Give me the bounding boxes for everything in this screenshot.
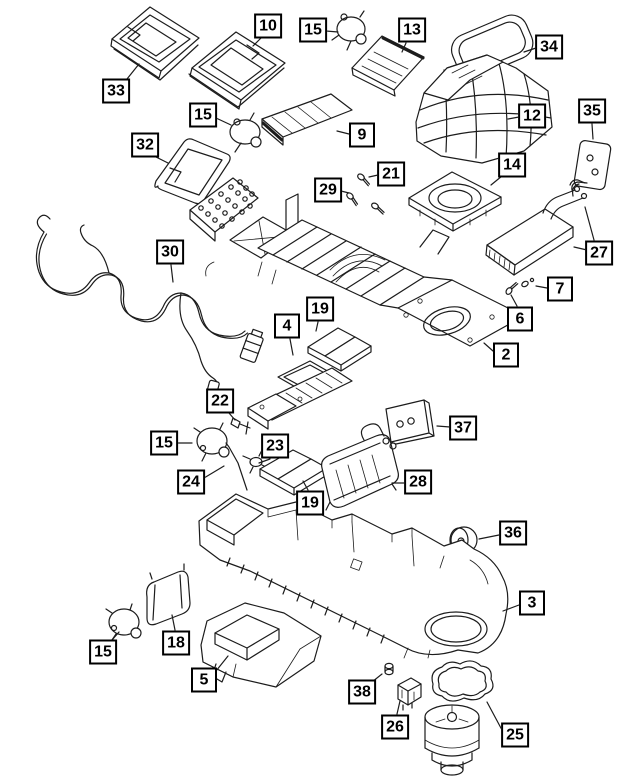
part-cover-tray-10: [188, 31, 286, 110]
part-inlet-housing-12: [415, 54, 553, 164]
part-grommet-38: [384, 662, 394, 676]
callout-27[interactable]: 27: [585, 240, 613, 266]
part-cover-tray-33: [110, 6, 200, 81]
callout-26[interactable]: 26: [381, 714, 409, 740]
part-rod-24: [225, 442, 248, 491]
part-main-housing-assembly-2: [189, 177, 525, 347]
callout-28[interactable]: 28: [404, 469, 432, 495]
callout-7[interactable]: 7: [547, 276, 573, 302]
part-door-18: [146, 563, 191, 626]
callout-37[interactable]: 37: [449, 415, 477, 441]
callout-6[interactable]: 6: [507, 306, 533, 332]
part-case-section-4: [247, 360, 353, 430]
part-screw-6: [505, 281, 519, 295]
part-clip-7: [521, 277, 535, 288]
callout-23[interactable]: 23: [261, 433, 289, 459]
callout-13[interactable]: 13: [398, 17, 426, 43]
callout-25[interactable]: 25: [501, 722, 529, 748]
part-resistor-26: [397, 677, 422, 711]
part-actuator-15-top: [331, 10, 367, 51]
callout-5[interactable]: 5: [191, 667, 217, 693]
callout-24[interactable]: 24: [177, 469, 205, 495]
callout-4[interactable]: 4: [274, 313, 300, 339]
part-seal-ring-25: [431, 660, 494, 702]
part-pad-19-upper: [307, 327, 372, 372]
callout-15[interactable]: 15: [189, 102, 217, 128]
callout-14[interactable]: 14: [498, 152, 526, 178]
part-evaporator-28: [321, 423, 399, 511]
callout-21[interactable]: 21: [377, 161, 405, 187]
callout-18[interactable]: 18: [162, 630, 190, 656]
callout-38[interactable]: 38: [348, 679, 376, 705]
callout-15[interactable]: 15: [150, 430, 178, 456]
part-lid-32: [154, 138, 231, 205]
part-heater-core-27: [485, 179, 588, 276]
callout-15[interactable]: 15: [299, 17, 327, 43]
callout-30[interactable]: 30: [156, 239, 184, 265]
part-actuator-15-bottom: [105, 603, 142, 644]
part-pad-35: [571, 140, 612, 197]
part-panel-14: [408, 171, 502, 232]
part-lower-housing-3: [198, 493, 509, 659]
callout-2[interactable]: 2: [493, 342, 519, 368]
callout-15[interactable]: 15: [89, 639, 117, 665]
callout-34[interactable]: 34: [535, 34, 563, 60]
part-actuator-15-second: [229, 112, 262, 153]
callout-32[interactable]: 32: [131, 132, 159, 158]
part-filter-13: [351, 35, 425, 97]
leader-lines: [111, 30, 595, 731]
part-duct-5: [200, 602, 322, 688]
part-blower-motor-25: [424, 704, 480, 776]
callout-35[interactable]: 35: [578, 98, 606, 124]
callout-9[interactable]: 9: [349, 122, 375, 148]
part-clip-22: [230, 417, 251, 435]
callout-19[interactable]: 19: [296, 490, 324, 516]
callout-29[interactable]: 29: [314, 177, 342, 203]
callout-10[interactable]: 10: [254, 13, 282, 39]
callout-36[interactable]: 36: [499, 520, 527, 546]
callout-12[interactable]: 12: [518, 103, 546, 129]
part-harness-30: [35, 214, 264, 397]
callout-3[interactable]: 3: [519, 590, 545, 616]
part-door-9: [261, 93, 353, 146]
callout-33[interactable]: 33: [102, 78, 130, 104]
part-actuator-15-third: [193, 422, 230, 462]
part-screws-21-29: [346, 173, 385, 215]
callout-22[interactable]: 22: [206, 388, 234, 414]
callout-19[interactable]: 19: [306, 296, 334, 322]
part-plate-37: [385, 399, 435, 445]
